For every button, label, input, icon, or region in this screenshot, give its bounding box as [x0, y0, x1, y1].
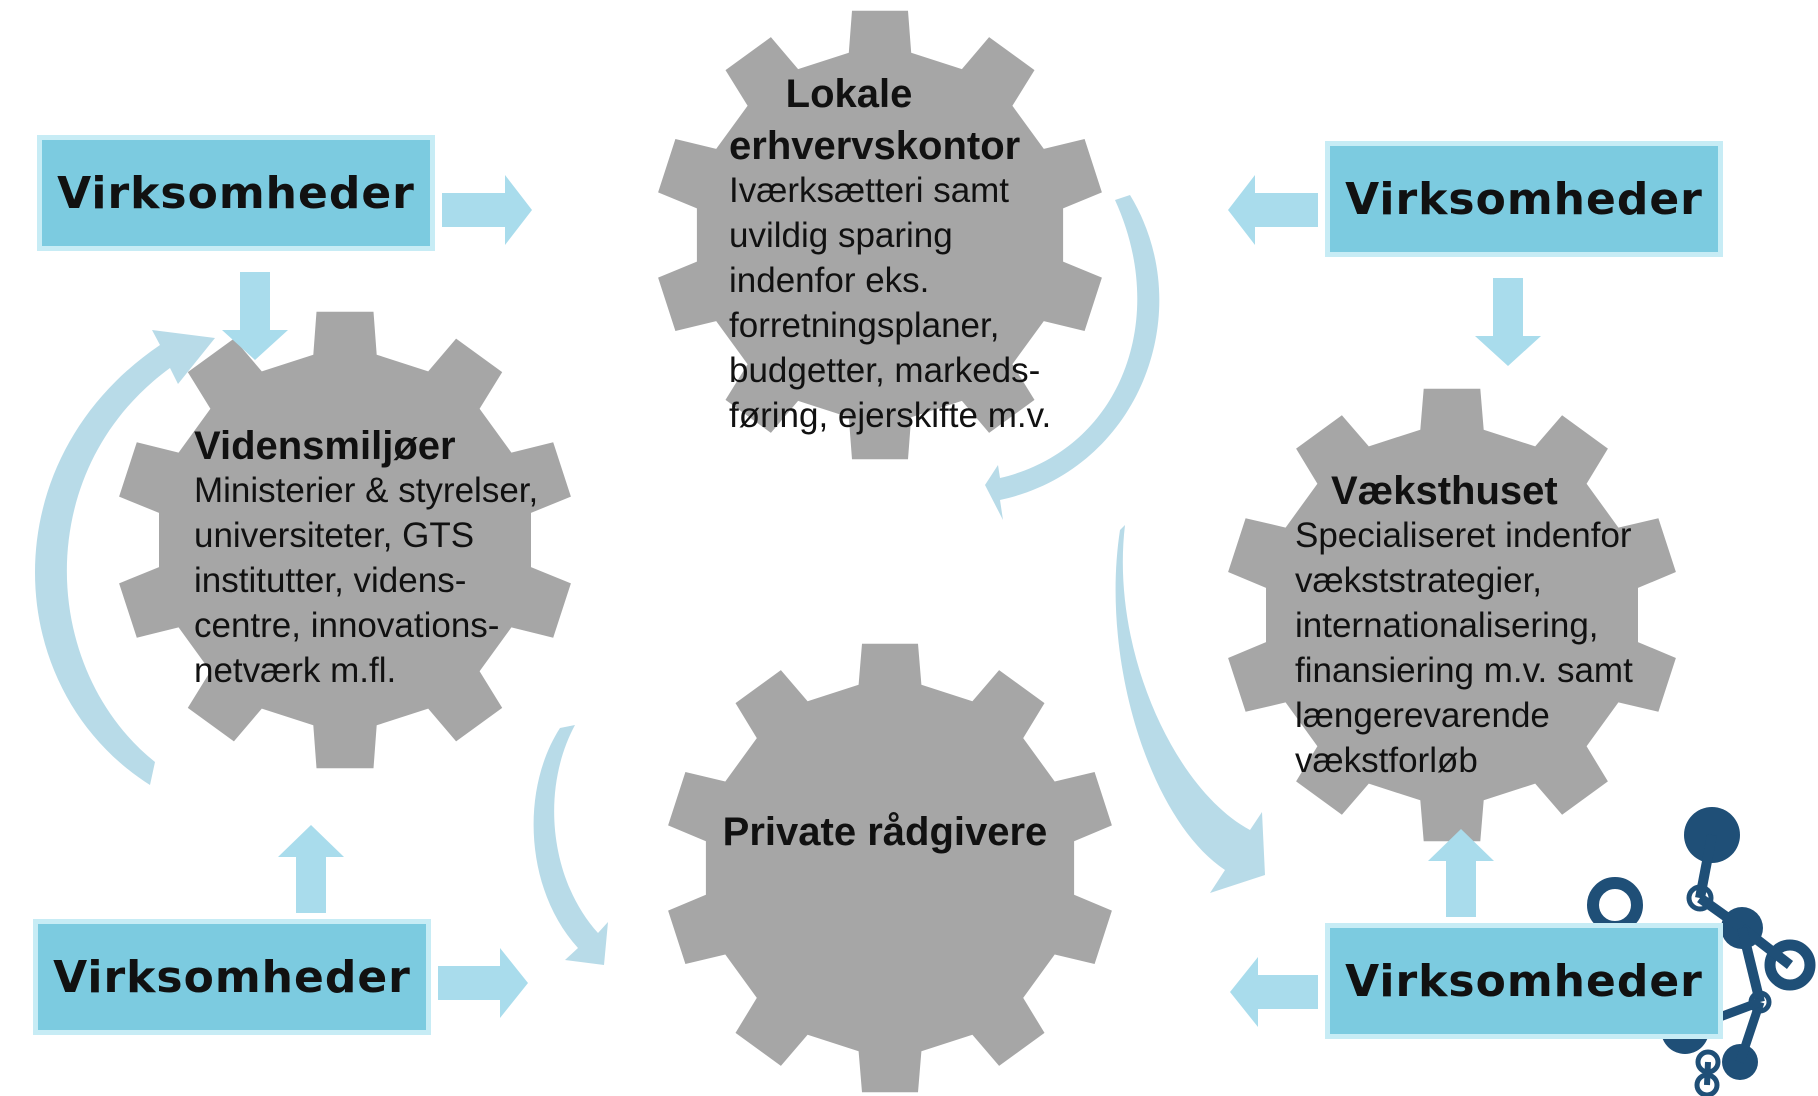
virksomheder-box-bottom-right: Virksomheder — [1325, 923, 1723, 1039]
virksomheder-box-top-left: Virksomheder — [37, 135, 435, 251]
virksomheder-box-bottom-left: Virksomheder — [33, 919, 431, 1035]
private-text-block: Private rådgivere — [700, 806, 1070, 858]
videns-title: Vidensmiljøer — [194, 424, 456, 468]
gear-vidensmiljoer — [119, 311, 571, 769]
gear-lokale — [658, 10, 1102, 460]
arrow-topleft-right — [442, 175, 532, 245]
curved-arrow-left-loop — [35, 330, 215, 785]
vaekst-body: Specialiseret indenfor vækststrategier, … — [1295, 516, 1633, 780]
vaekst-text-block: Væksthuset Specialiseret indenfor væksts… — [1295, 465, 1695, 783]
arrow-bottomright-left — [1230, 957, 1318, 1027]
gear-vaeksthuset — [1228, 388, 1676, 842]
lokale-body: Iværksætteri samt uvildig sparing indenf… — [729, 171, 1052, 435]
lokale-title: Lokale erhvervskontor — [729, 72, 1021, 168]
arrow-topright-left — [1228, 175, 1318, 245]
arrow-topleft-down — [222, 272, 288, 360]
curved-arrow-lokale-to-vaekst — [1115, 525, 1265, 893]
arrow-bottomright-up — [1428, 829, 1494, 917]
gear-private-raadgivere — [668, 643, 1112, 1093]
lokale-text-block: Lokale erhvervskontor Iværksætteri samt … — [729, 68, 1069, 438]
virksomheder-box-top-right: Virksomheder — [1325, 141, 1723, 257]
curved-arrow-lokale-to-private — [985, 195, 1160, 520]
arrow-bottomleft-up — [278, 825, 344, 913]
videns-text-block: Vidensmiljøer Ministerier & styrelser, u… — [194, 420, 584, 693]
vaekst-title: Væksthuset — [1331, 469, 1558, 513]
arrow-bottomleft-right — [438, 948, 528, 1018]
private-title: Private rådgivere — [722, 810, 1048, 854]
videns-body: Ministerier & styrelser, universiteter, … — [194, 471, 539, 690]
arrow-topright-down — [1475, 278, 1541, 366]
curved-arrow-videns-to-private — [533, 725, 608, 965]
